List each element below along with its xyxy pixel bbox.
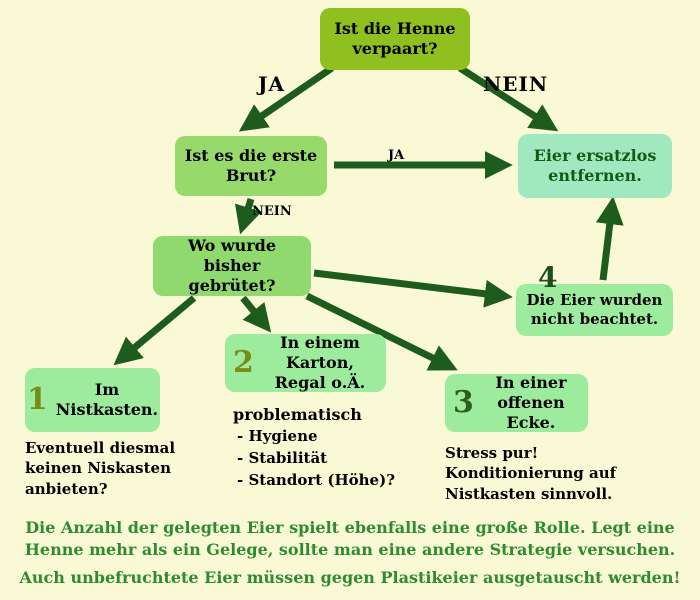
edge-label-ja-mid: JA xyxy=(388,148,405,163)
node-erste-brut: Ist es die erste Brut? xyxy=(175,136,327,196)
node-1-label: Im Nistkasten. xyxy=(55,380,159,419)
node-3-box: 3 In einer offenen Ecke. xyxy=(445,373,588,432)
node-wo-gebruetet: Wo wurde bisher gebrütet? xyxy=(153,236,311,296)
node-1-box: 1 Im Nistkasten. xyxy=(25,368,160,432)
node-start: Ist die Henne verpaart? xyxy=(320,8,470,70)
node-2-number: 2 xyxy=(233,345,254,380)
node-1-note: Eventuell diesmal keinen Niskasten anbie… xyxy=(25,439,176,498)
node-4-box: 4 Die Eier wurden nicht beachtet. xyxy=(516,261,673,336)
node-4-number: 4 xyxy=(538,261,558,294)
node-2-note-list: - Hygiene - Stabilität - Standort (Höhe)… xyxy=(237,426,417,491)
node-erste-brut-label: Ist es die erste Brut? xyxy=(184,146,318,185)
node-3-label: In einer offenen Ecke. xyxy=(495,373,567,432)
footer-paragraph-2: Auch unbefruchtete Eier müssen gegen Pla… xyxy=(19,568,681,587)
arrow-4-to-entfernen xyxy=(595,196,624,281)
node-2-note-title: problematisch xyxy=(233,405,362,424)
node-1-number: 1 xyxy=(26,382,48,417)
node-3-number: 3 xyxy=(453,385,474,420)
arrow-wo-to-3 xyxy=(305,292,458,371)
node-2-box: 2 In einem Karton, Regal o.Ä. xyxy=(225,333,386,392)
node-2-note-item: - Standort (Höhe)? xyxy=(237,470,395,489)
footer-paragraph-1: Die Anzahl der gelegten Eier spielt eben… xyxy=(24,518,676,559)
arrow-erstebrut-to-wo xyxy=(234,197,262,235)
node-wo-gebruetet-label: Wo wurde bisher gebrütet? xyxy=(187,236,277,295)
node-start-label: Ist die Henne verpaart? xyxy=(334,19,456,58)
arrow-start-to-erstebrut xyxy=(238,65,334,132)
arrow-wo-to-4 xyxy=(313,269,513,308)
arrow-start-to-entfernen xyxy=(458,65,559,132)
node-3-note: Stress pur! Konditionierung auf Nistkast… xyxy=(445,444,617,503)
arrow-wo-to-2 xyxy=(240,295,272,333)
node-2-label: In einem Karton, Regal o.Ä. xyxy=(274,333,366,392)
node-2-note-item: - Hygiene xyxy=(237,427,318,445)
arrow-wo-to-1 xyxy=(113,295,197,366)
edge-label-nein-top: NEIN xyxy=(483,72,549,96)
node-4-label: Die Eier wurden nicht beachtet. xyxy=(526,291,663,328)
edge-label-nein-mid: NEIN xyxy=(252,204,292,219)
edge-label-ja-top: JA xyxy=(258,72,285,96)
node-2-note-item: - Stabilität xyxy=(237,448,328,467)
node-eier-entfernen: Eier ersatzlos entfernen. xyxy=(518,134,672,198)
node-eier-entfernen-label: Eier ersatzlos entfernen. xyxy=(533,146,657,185)
